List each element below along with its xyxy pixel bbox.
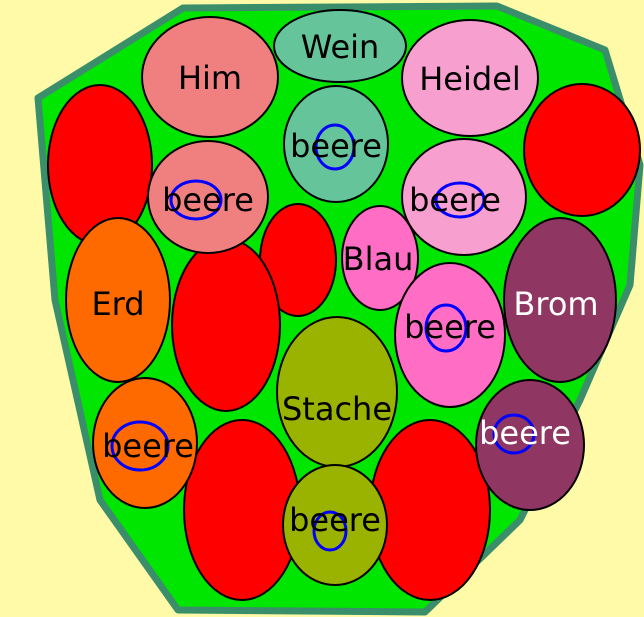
berry-piece-brom[interactable]: Brom [504, 218, 616, 382]
berry-label: beere [409, 181, 501, 219]
berry-piece-brom-beere[interactable]: beere [476, 380, 584, 510]
berry-label: Blau [343, 240, 414, 278]
berry-label: Stache [282, 390, 392, 428]
berry-label: Wein [301, 28, 380, 66]
berry-label: beere [290, 127, 382, 165]
berry-piece-erd[interactable]: Erd [66, 218, 170, 382]
red-blob [172, 239, 280, 411]
berry-label: beere [162, 181, 254, 219]
berry-piece-stache-beere[interactable]: beere [283, 465, 387, 585]
berry-piece-him-beere[interactable]: beere [148, 141, 268, 253]
berry-label: beere [479, 414, 571, 452]
berry-label: Him [178, 59, 242, 97]
berry-label: beere [404, 308, 496, 346]
berry-piece-erd-beere[interactable]: beere [93, 378, 197, 508]
berry-piece-heidel-beere[interactable]: beere [402, 139, 526, 255]
berry-label: beere [289, 501, 381, 539]
red-blob [524, 84, 640, 216]
berry-piece-wein[interactable]: Wein [274, 10, 406, 82]
berry-piece-blau-beere[interactable]: beere [395, 263, 505, 407]
red-blob [184, 420, 300, 600]
red-blob [48, 85, 152, 245]
berry-label: Heidel [419, 60, 521, 98]
berry-label: Erd [91, 285, 144, 323]
berry-piece-him[interactable]: Him [142, 17, 278, 137]
berry-label: Brom [513, 285, 598, 323]
berry-piece-stache[interactable]: Stache [277, 317, 397, 467]
berry-piece-wein-beere[interactable]: beere [284, 86, 388, 202]
berry-label: beere [102, 427, 194, 465]
red-blob [370, 420, 490, 600]
berry-piece-heidel[interactable]: Heidel [402, 20, 538, 136]
